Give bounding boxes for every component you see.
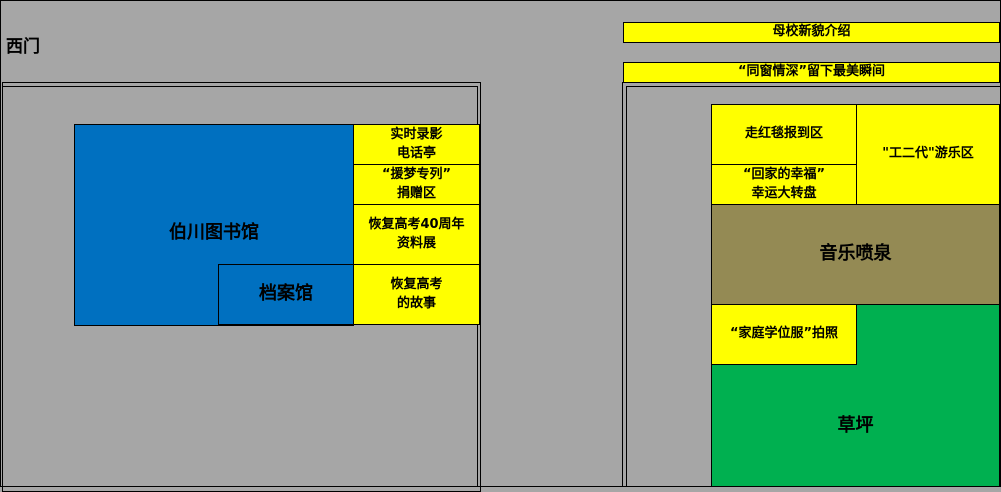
booth-donation[interactable]: “援梦专列” 捐赠区 [353,164,480,205]
booth-exam-exhibit[interactable]: 恢复高考40周年 资料展 [353,204,480,265]
left-area-top-line [2,86,478,87]
right-area-top-line [626,86,1000,87]
right-area-outer-line [622,82,623,487]
red-carpet-checkin[interactable]: 走红毯报到区 [711,104,857,165]
right-area-inner-line [626,86,627,487]
lucky-wheel[interactable]: “回家的幸福” 幸运大转盘 [711,164,857,205]
library-bottom-cover [74,325,354,343]
banner-alma-mater[interactable]: 母校新貌介绍 [623,22,1000,43]
music-fountain[interactable]: 音乐喷泉 [711,204,1000,305]
banner-classmate-moment[interactable]: “同窗情深”留下最美瞬间 [623,62,1000,83]
west-gate-label: 西门 [6,37,40,57]
booth-exam-story[interactable]: 恢复高考 的故事 [353,264,480,325]
booth-video-phone[interactable]: 实时录影 电话亭 [353,124,480,165]
library-outline [74,124,354,326]
second-gen-play-area[interactable]: "工二代"游乐区 [856,104,1000,205]
family-gown-photo[interactable]: “家庭学位服”拍照 [711,304,857,365]
